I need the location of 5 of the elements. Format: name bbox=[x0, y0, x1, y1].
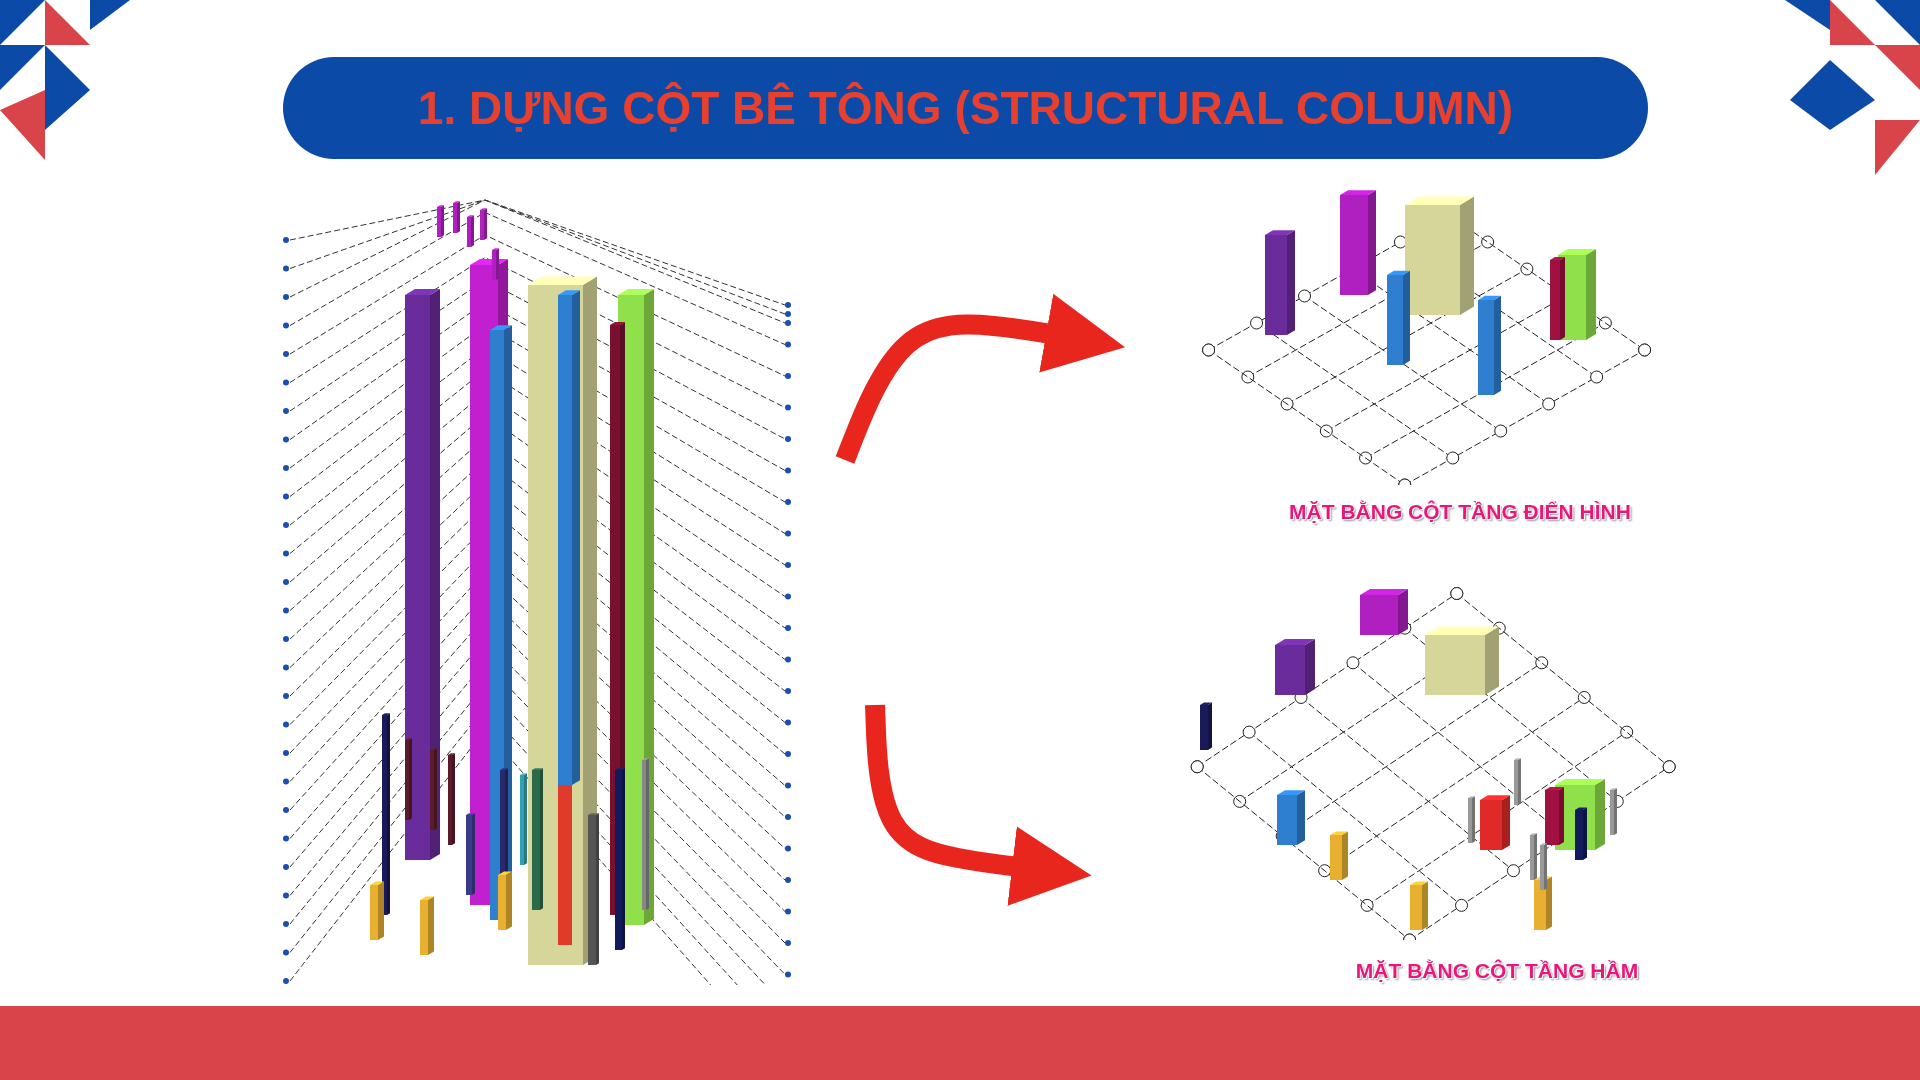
drawing-caption: MẶT BẰNG CỘT TẦNG ĐIỂN HÌNH bbox=[1289, 500, 1631, 524]
drawing-caption: MẶT BẰNG CỘT TẦNG HẦM bbox=[1355, 959, 1639, 983]
curved-arrow bbox=[835, 293, 1125, 464]
curved-arrow bbox=[865, 704, 1092, 906]
title-banner: 1. DỰNG CỘT BÊ TÔNG (STRUCTURAL COLUMN) bbox=[283, 57, 1648, 159]
